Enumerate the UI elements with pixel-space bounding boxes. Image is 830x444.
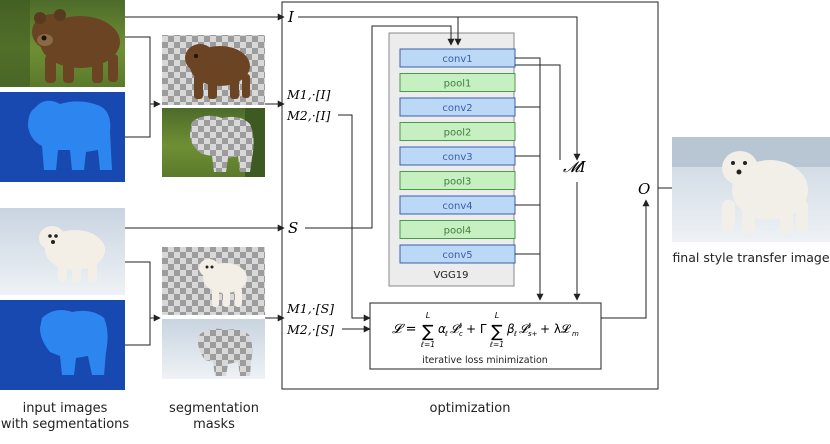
mask-polar-bear-foreground (162, 247, 265, 315)
vgg-layer-pool3 (399, 171, 516, 190)
vgg-layer-pool4 (399, 220, 516, 239)
vgg19-title: VGG19 (433, 270, 468, 281)
caption-input-images-line1: input images (22, 401, 108, 416)
svg-text:+ λ𝓛: + λ𝓛 (540, 322, 571, 336)
svg-text:+ Γ: + Γ (466, 322, 487, 336)
label-M1-I: M1,·[I] (286, 87, 331, 102)
svg-text:∑: ∑ (422, 322, 434, 342)
vgg-layer-label-conv1: conv1 (442, 54, 472, 65)
vgg-layer-pool2 (399, 122, 516, 141)
mask-brown-bear-foreground (162, 35, 265, 105)
svg-text:α: α (438, 322, 446, 336)
loss-caption: iterative loss minimization (422, 355, 548, 366)
caption-final-image: final style transfer image (672, 250, 830, 265)
svg-text:ℓ=1: ℓ=1 (420, 340, 435, 349)
svg-text:ℓ: ℓ (513, 330, 517, 338)
svg-text:ℓ: ℓ (444, 330, 448, 338)
svg-text:∑: ∑ (491, 322, 503, 342)
label-M-I: 𝓜I (563, 158, 587, 176)
label-M2-S: M2,·[S] (286, 322, 334, 337)
svg-text:c: c (459, 330, 463, 338)
caption-input-images-line2: with segmentations (0, 417, 130, 432)
input-polar-bear-segmentation (0, 300, 125, 390)
label-S: S (288, 219, 298, 237)
label-I: I (287, 8, 295, 26)
svg-text:m: m (572, 330, 579, 338)
input-brown-bear-photo (0, 0, 125, 87)
vgg-layer-label-pool2: pool2 (444, 128, 472, 139)
label-M1-S: M1,·[S] (286, 301, 334, 316)
label-M2-I: M2,·[I] (286, 108, 331, 123)
svg-text:s+: s+ (528, 330, 538, 338)
vgg-layer-label-conv5: conv5 (442, 250, 472, 261)
optimization-box (281, 1, 659, 390)
vgg-layer-label-pool1: pool1 (444, 79, 472, 90)
input-brown-bear-segmentation (0, 92, 125, 182)
vgg19-layers: conv1 pool1 conv2 pool2 conv3 pool3 conv4 pool4… (399, 48, 516, 264)
caption-masks-line1: segmentation (169, 401, 259, 416)
vgg-layer-label-pool4: pool4 (444, 226, 472, 237)
svg-text:ℓ: ℓ (527, 322, 531, 330)
input-connectors (125, 13, 285, 346)
svg-text:ℓ=1: ℓ=1 (489, 340, 504, 349)
mask-brown-bear-background (162, 108, 265, 177)
svg-text:ℓ: ℓ (458, 322, 462, 330)
loss-box (369, 302, 602, 370)
loss-formula: 𝓛 = L ∑ ℓ=1 α ℓ 𝓛 ℓ c + Γ L ∑ ℓ=1 β ℓ 𝓛 … (392, 311, 579, 349)
vgg-layer-label-pool3: pool3 (444, 177, 472, 188)
caption-optimization: optimization (429, 401, 511, 416)
caption-masks-line2: masks (193, 417, 235, 432)
vgg-layer-label-conv2: conv2 (442, 103, 472, 114)
label-O: O (638, 180, 650, 198)
caption-input-images: input images with segmentations (0, 401, 130, 433)
svg-text:𝓛 =: 𝓛 = (392, 322, 416, 337)
final-style-transfer-image (672, 137, 830, 242)
vgg-layer-pool1 (399, 73, 516, 92)
mask-polar-bear-background (162, 319, 265, 379)
input-polar-bear-photo (0, 208, 125, 295)
svg-text:L: L (495, 311, 499, 320)
svg-text:β: β (506, 322, 515, 336)
vgg-layer-label-conv4: conv4 (442, 201, 472, 212)
vgg-layer-label-conv3: conv3 (442, 152, 472, 163)
svg-text:L: L (426, 311, 430, 320)
caption-segmentation-masks: segmentation masks (158, 401, 270, 433)
internal-connectors (298, 16, 672, 333)
